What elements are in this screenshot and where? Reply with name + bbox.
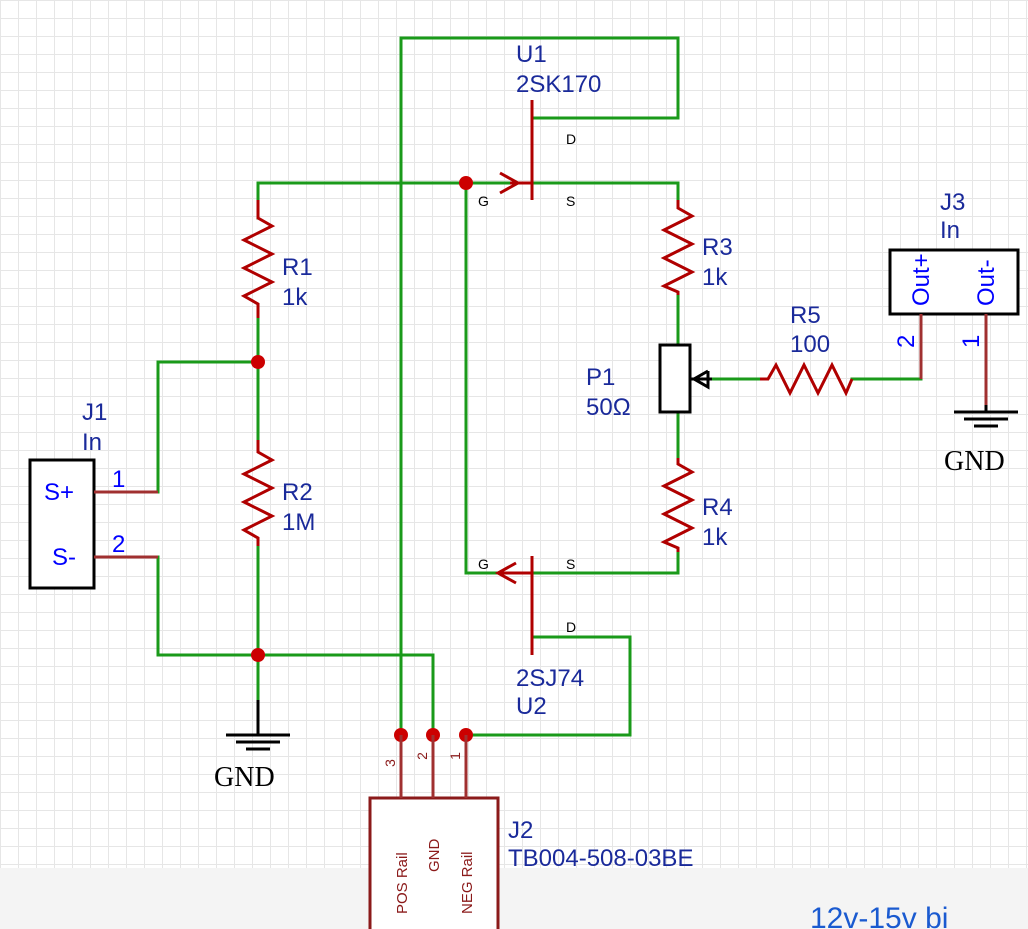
u1-ref: U1: [516, 41, 547, 68]
footer-title: 12v-15v bi: [810, 902, 948, 929]
r2-ref: R2: [282, 479, 313, 506]
r3-resistor: R3 1k: [660, 200, 733, 295]
j3-body: [888, 248, 1020, 316]
gnd-symbol-right: GND: [944, 405, 1018, 477]
u2-pin-s: S: [566, 556, 575, 572]
p1-body: [658, 343, 692, 414]
j1-pin1-name: S+: [44, 479, 74, 506]
j1-pin2-name: S-: [52, 544, 76, 571]
wire-u1-source: [530, 181, 680, 202]
j2-connector: 3 2 1 POS Rail GND NEG Rail J2 TB004-508…: [368, 735, 693, 929]
wire-pos-rail: [399, 36, 680, 737]
p1-value: 50Ω: [586, 394, 631, 421]
footer-band: [0, 868, 1028, 929]
j3-pin1-name: Out-: [973, 259, 1000, 306]
p1-wiper-arrow: [690, 369, 710, 390]
j1-body: [28, 458, 96, 590]
wire-u2-source: [530, 550, 680, 575]
u1-value: 2SK170: [516, 71, 601, 98]
j2-pin1-name: NEG Rail: [459, 851, 476, 914]
r1-zigzag: [240, 200, 276, 318]
u1-pin-d: D: [566, 131, 576, 147]
j3-pin1-num: 1: [958, 335, 985, 348]
j2-pin2-num: 2: [414, 752, 430, 760]
j2-pin1-num: 1: [447, 752, 463, 760]
r4-ref: R4: [702, 494, 733, 521]
j3-connector: J3 In Out+ Out- 2 1: [888, 189, 1020, 405]
j3-value: In: [940, 217, 960, 244]
j3-ref: J3: [940, 189, 965, 216]
u2-ref: U2: [516, 693, 547, 720]
j3-pin2-num: 2: [893, 335, 920, 348]
p1-potentiometer: P1 50Ω: [586, 343, 712, 421]
j2-pin3-name: POS Rail: [394, 852, 411, 914]
gnd-left-label: GND: [214, 762, 275, 793]
wires: [126, 36, 923, 737]
junction-r1-r2: [251, 355, 265, 369]
wire-gate-r1: [256, 181, 512, 220]
junction-gnd: [251, 648, 265, 662]
j2-value: TB004-508-03BE: [508, 845, 693, 872]
j1-value: In: [82, 429, 102, 456]
r5-zigzag: [760, 361, 854, 397]
r5-resistor: R5 100: [760, 302, 854, 397]
p1-ref: P1: [586, 364, 615, 391]
r4-zigzag: [660, 458, 696, 552]
u1-pin-g: G: [478, 193, 489, 209]
j1-pin2-num: 2: [112, 531, 125, 558]
r2-value: 1M: [282, 509, 315, 536]
wire-sminus-gnd: [126, 555, 435, 737]
u1-pin-s: S: [566, 193, 575, 209]
wire-splus: [126, 360, 260, 494]
r5-ref: R5: [790, 302, 821, 329]
junction-gate: [459, 176, 473, 190]
j2-body: [368, 796, 500, 929]
u2-value: 2SJ74: [516, 665, 584, 692]
wire-neg-rail: [464, 635, 632, 737]
r4-value: 1k: [702, 524, 728, 551]
j2-pin2-name: GND: [426, 839, 443, 873]
r2-zigzag: [240, 440, 276, 546]
u2-pin-d: D: [566, 619, 576, 635]
u1-jfet: U1 2SK170 D G S: [478, 41, 601, 209]
u2-pin-g: G: [478, 556, 489, 572]
r2-resistor: R2 1M: [240, 440, 315, 546]
j3-pin2-name: Out+: [908, 253, 935, 306]
j1-pin1-num: 1: [112, 466, 125, 493]
gnd-symbol-left: GND: [214, 700, 290, 793]
u2-jfet: G S D 2SJ74 U2: [478, 556, 584, 720]
r3-zigzag: [660, 200, 696, 295]
j1-connector: J1 In S+ S- 1 2: [28, 399, 158, 590]
r1-resistor: R1 1k: [240, 200, 313, 318]
j2-ref: J2: [508, 817, 533, 844]
r1-value: 1k: [282, 284, 308, 311]
j2-pin3-num: 3: [382, 759, 398, 767]
r3-value: 1k: [702, 264, 728, 291]
j1-ref: J1: [82, 399, 107, 426]
r3-ref: R3: [702, 234, 733, 261]
r1-ref: R1: [282, 254, 313, 281]
u2-gate-arrow: [494, 561, 517, 585]
r4-resistor: R4 1k: [660, 458, 733, 552]
wire-r5-j3: [850, 343, 923, 381]
wire-gate-link: [464, 181, 520, 575]
r5-value: 100: [790, 331, 830, 358]
gnd-right-label: GND: [944, 446, 1005, 477]
